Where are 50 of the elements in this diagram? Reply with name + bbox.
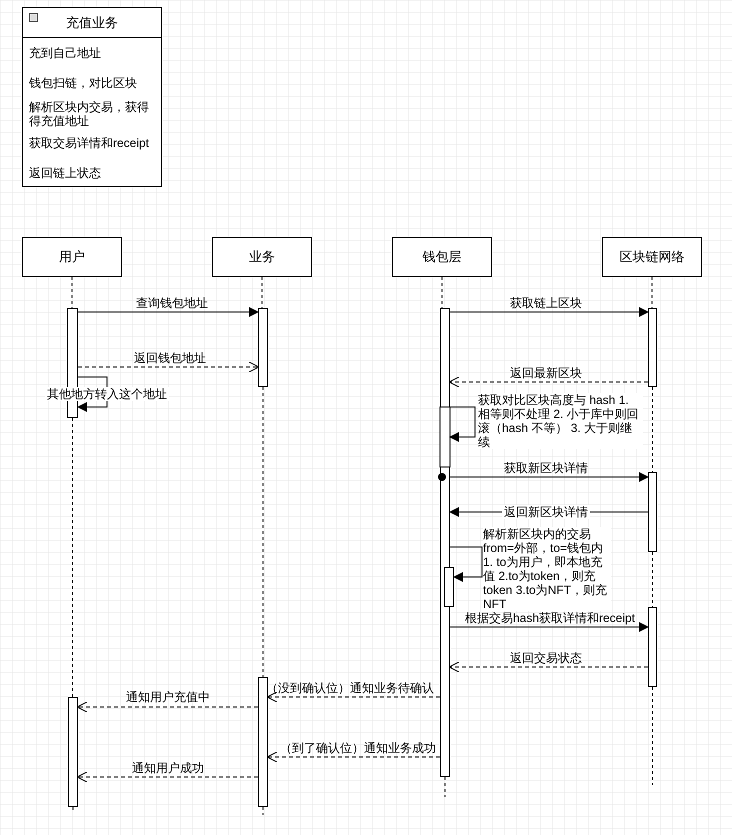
- message-label: （没到确认位）通知业务待确认: [266, 681, 434, 695]
- message-label: 获取新区块详情: [504, 461, 588, 475]
- message-arrow: [78, 307, 259, 317]
- activation-bar: [444, 567, 454, 607]
- message-arrow: [448, 662, 648, 672]
- message-label: 获取链上区块: [510, 296, 582, 310]
- message-arrow: [78, 362, 260, 372]
- activation-bar: [648, 607, 657, 687]
- list-item: 充到自己地址: [29, 46, 102, 60]
- list-item: 钱包扫链，对比区块: [29, 76, 138, 90]
- message-label: （到了确认位）通知业务成功: [280, 741, 436, 755]
- lifeline: [652, 552, 653, 608]
- message-arrow: [266, 752, 440, 762]
- message-arrow: [448, 376, 648, 388]
- message-label: 返回新区块详情: [502, 505, 590, 519]
- activation-bar: [68, 697, 78, 807]
- participant-box: 区块链网络: [602, 237, 702, 277]
- participant-box: 钱包层: [392, 237, 492, 277]
- message-label: 返回最新区块: [510, 366, 582, 380]
- message-label: 解析新区块内的交易 from=外部，to=钱包内 1. to为用户，即本地充值 2.to为token，则充token 3.to为NFT，则充NFT: [483, 527, 611, 611]
- participant-box: 用户: [22, 237, 122, 277]
- message-label: 获取对比区块高度与 hash 1. 相等则不处理 2. 小于库中则回滚（hash 不等） 3. 大于则继续: [478, 393, 643, 449]
- message-arrow: [449, 406, 476, 442]
- message-arrow: [76, 772, 258, 782]
- message-label: 返回钱包地址: [134, 351, 206, 365]
- lifeline: [72, 418, 73, 698]
- message-label: 查询钱包地址: [136, 296, 208, 310]
- message-label: 返回交易状态: [510, 651, 582, 665]
- activation-bar: [258, 308, 268, 387]
- message-arrow: [450, 472, 649, 482]
- heading-text: 充值业务: [66, 14, 118, 32]
- message-arrow: [450, 307, 649, 317]
- message-arrow: [76, 702, 258, 712]
- list-item: 解析区块内交易，获得得充值地址: [29, 100, 150, 128]
- list-item: 返回链上状态: [29, 166, 102, 180]
- participant-box: 业务: [212, 237, 312, 277]
- lifeline: [652, 386, 653, 472]
- message-label: 通知用户充值中: [126, 690, 210, 704]
- activation-bar: [648, 308, 657, 387]
- list-item: 获取交易详情和receipt: [29, 136, 150, 150]
- message-label: 通知用户成功: [132, 761, 204, 775]
- message-label: 其他地方转入这个地址: [45, 387, 169, 401]
- message-arrow: [266, 692, 440, 702]
- message-arrow: [450, 546, 482, 582]
- lifeline: [262, 386, 264, 678]
- activation-bar: [258, 677, 268, 807]
- activation-bar: [648, 472, 657, 552]
- list-box: [22, 7, 162, 187]
- message-label: 根据交易hash获取详情和receipt: [464, 611, 636, 625]
- message-arrow: [450, 622, 649, 632]
